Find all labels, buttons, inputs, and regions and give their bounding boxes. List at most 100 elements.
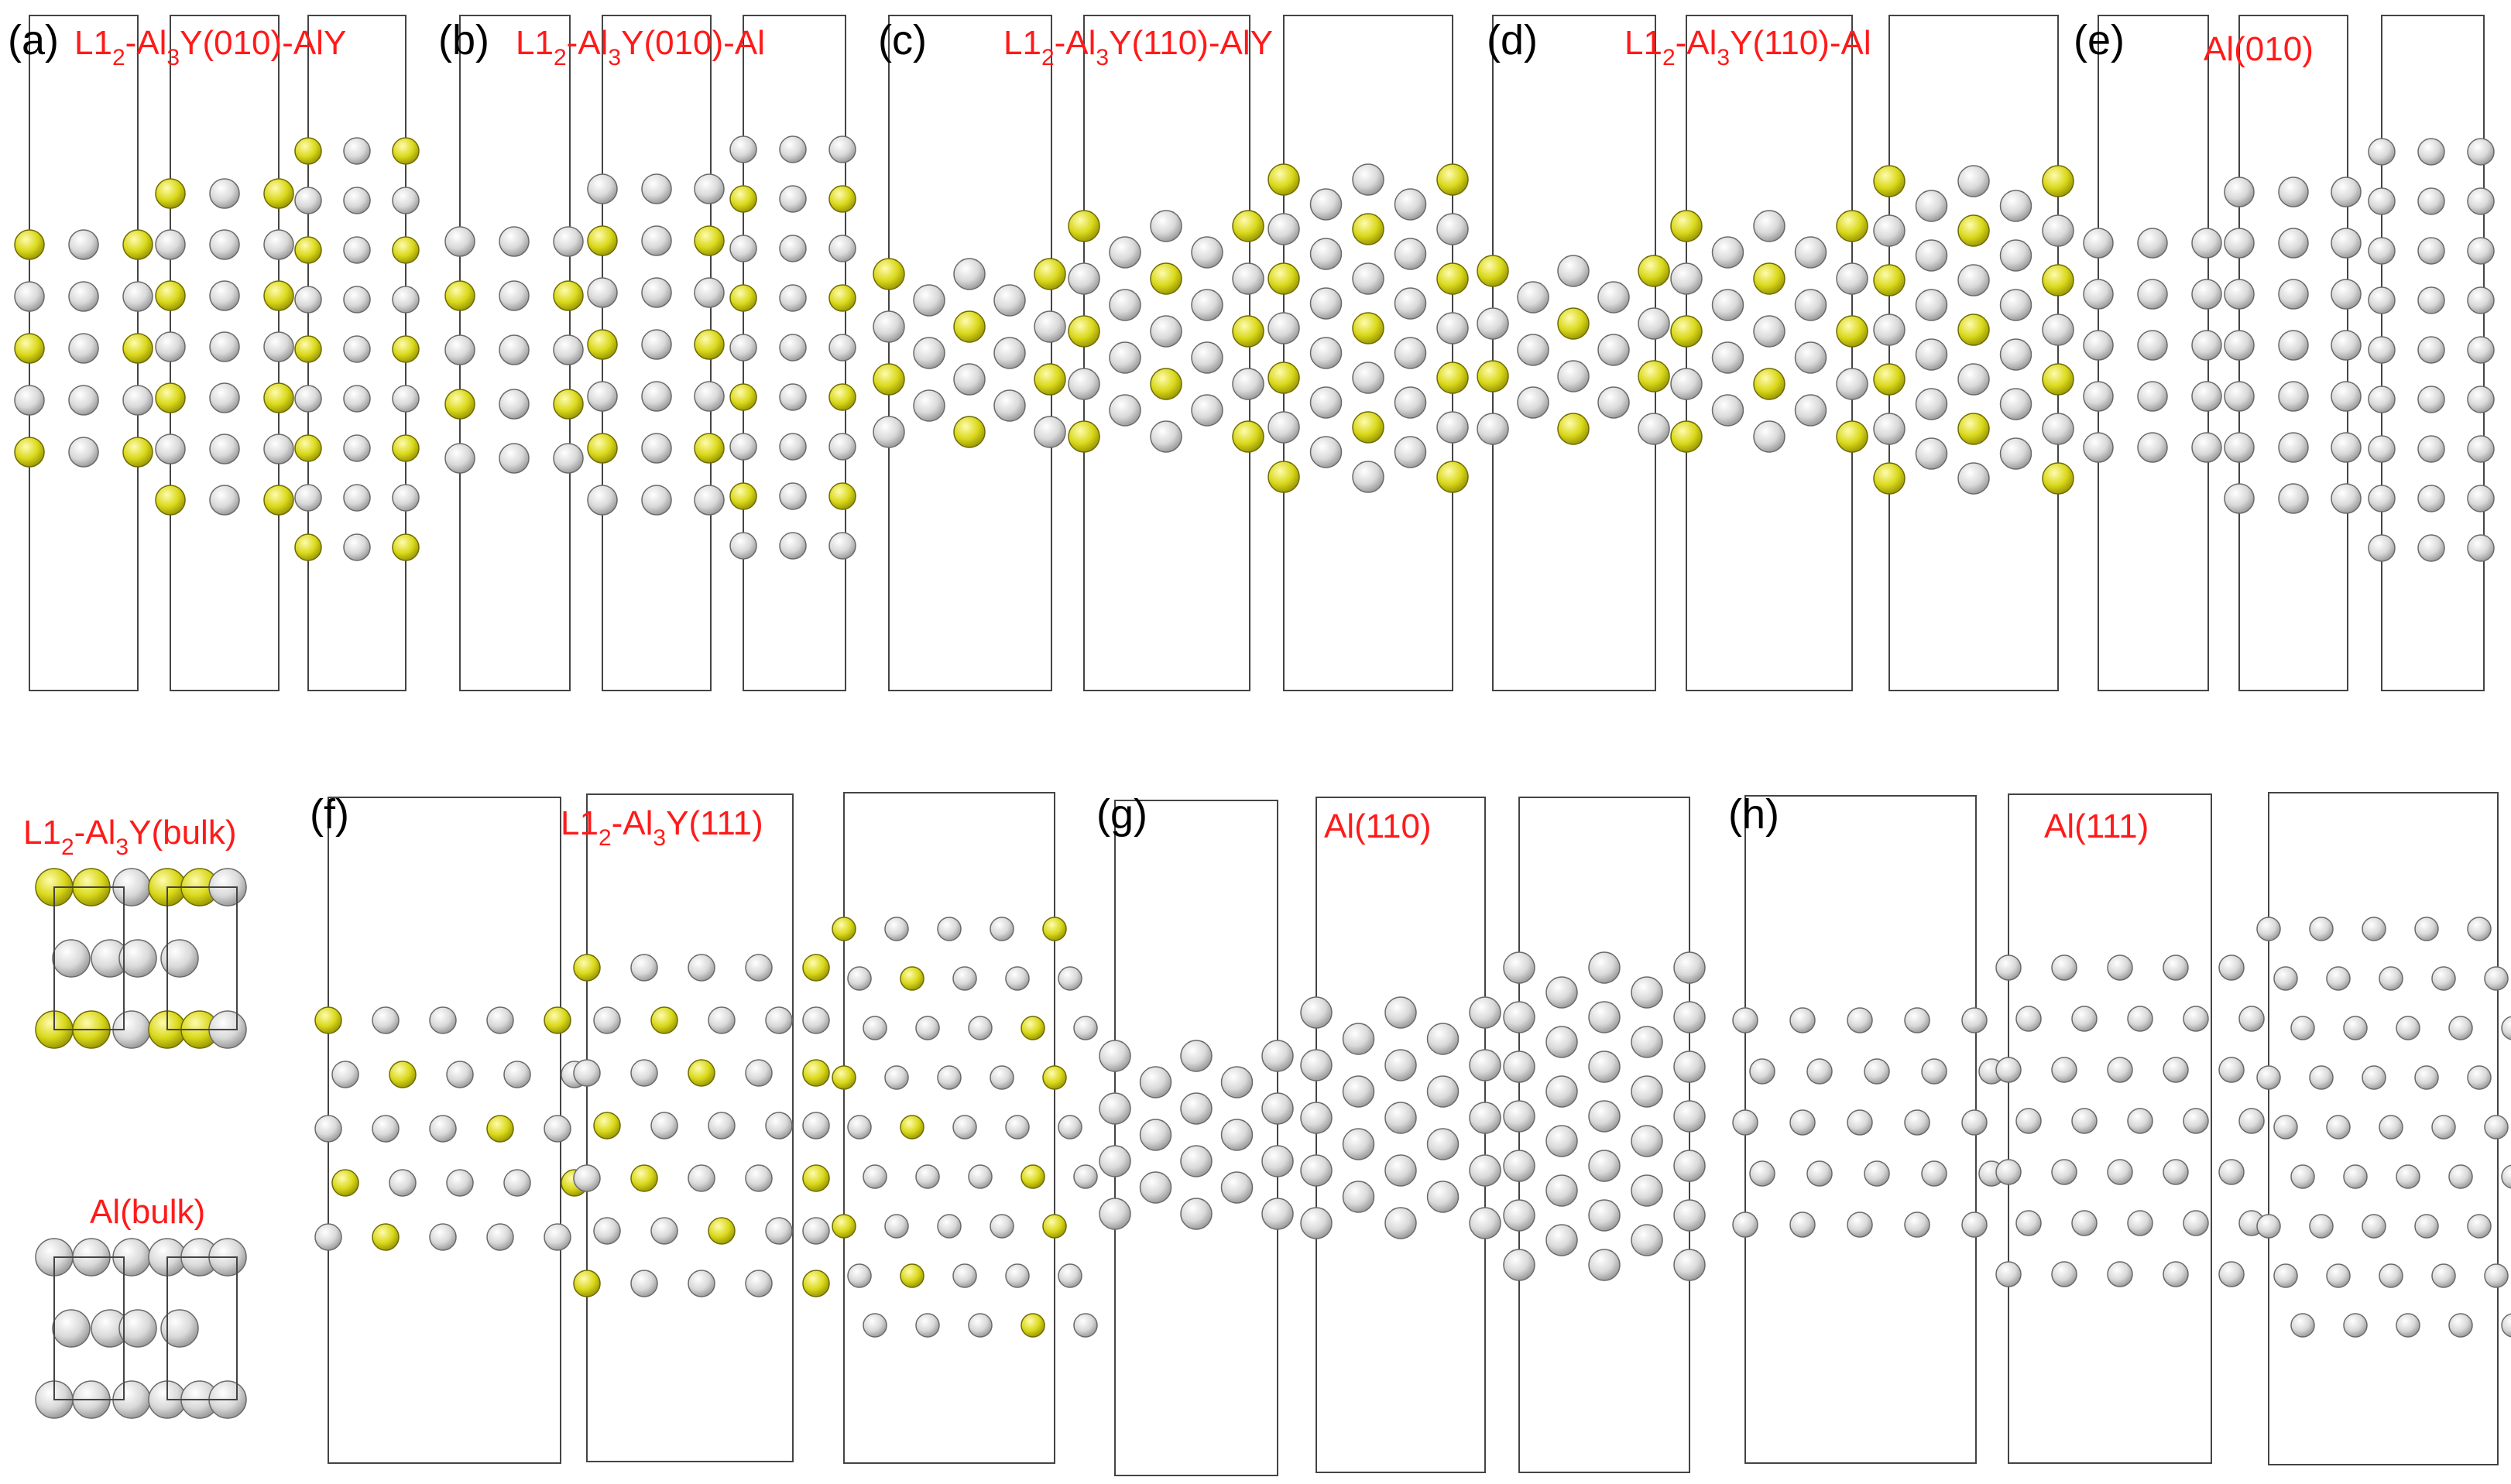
al-atom-520 [1961,1007,1988,1033]
al-atom-91 [641,381,672,412]
y-atom-248 [2042,264,2074,296]
panel-letter-h: (h) [1728,791,1779,838]
al-atom-458 [1139,1171,1172,1204]
al-atom-296 [2278,279,2309,310]
cell-outline-bottom-1 [586,793,794,1462]
al-atom-499 [1673,1199,1706,1232]
al-atom-148 [1232,262,1264,295]
al-atom-265 [1999,239,2032,272]
y-atom-15 [155,178,186,209]
al-atom-523 [1864,1058,1890,1085]
al-atom-439 [968,1313,993,1338]
al-atom-516 [1732,1007,1758,1033]
y-atom-418 [900,1115,924,1140]
al-atom-300 [2331,330,2362,361]
al-atom-58 [343,484,371,512]
al-atom-542 [2051,954,2077,981]
al-atom-613 [2379,1263,2403,1288]
y-atom-62 [392,533,420,561]
al-atom-111 [729,334,757,362]
al-atom-226 [1753,315,1785,348]
al-atom-514 [1545,1224,1578,1256]
al-atom-528 [1847,1109,1873,1136]
al-atom-221 [1670,262,1703,295]
al-atom-589 [2448,1016,2473,1040]
al-atom-222 [1836,262,1868,295]
al-atom-269 [1999,338,2032,371]
y-atom-104 [828,185,856,213]
al-atom-143 [993,389,1026,422]
al-atom-567 [2071,1210,2098,1236]
al-atom-299 [2278,330,2309,361]
al-atom-195 [1394,337,1427,369]
al-atom-487 [1673,1001,1706,1033]
al-atom-556 [2015,1108,2042,1134]
al-atom-566 [2015,1210,2042,1236]
al-atom-264 [1915,239,1948,272]
al-atom-446 [1261,1092,1294,1125]
y-atom-42 [294,236,322,264]
al-atom-565 [2218,1159,2245,1185]
y-atom-108 [729,284,757,312]
al-atom-451 [1099,1198,1131,1230]
al-atom-76 [499,443,530,474]
al-atom-199 [1394,436,1427,468]
al-atom-289 [2224,177,2255,207]
y-atom-87 [587,329,618,360]
al-atom-306 [2331,432,2362,463]
y-atom-253 [1873,363,1906,396]
y-atom-390 [802,954,830,982]
al-atom-473 [1469,1207,1501,1239]
al-atom-233 [1711,236,1744,269]
al-atom-315 [2467,187,2495,215]
bulk-frame-right [166,1256,238,1400]
al-atom-323 [2417,336,2445,364]
al-atom-491 [1588,1050,1621,1083]
al-atom-364 [688,954,715,982]
al-atom-109 [779,284,807,312]
al-atom-482 [1426,1181,1460,1213]
al-atom-283 [2083,381,2114,412]
y-atom-180 [1436,362,1469,394]
supercell-outlines [29,15,2499,1476]
al-atom-287 [2137,432,2168,463]
al-atom-281 [2137,330,2168,361]
al-atom-652 [160,1309,199,1348]
y-atom-93 [587,433,618,464]
al-atom-255 [1957,363,1990,396]
al-atom-77 [553,443,584,474]
cell-outline-bottom-7 [2008,793,2212,1464]
y-atom-167 [1268,163,1300,196]
al-atom-192 [1309,287,1343,320]
al-atom-465 [1384,1049,1417,1081]
al-atom-1 [68,229,99,260]
al-atom-322 [2368,336,2396,364]
al-atom-123 [729,532,757,560]
y-atom-48 [294,335,322,363]
al-atom-237 [1711,341,1744,374]
al-atom-485 [1588,951,1621,984]
al-atom-324 [2467,336,2495,364]
al-atom-262 [1915,190,1948,222]
al-atom-82 [641,225,672,256]
al-atom-635 [118,939,157,978]
al-atom-308 [2278,483,2309,514]
panel-letter-a: (a) [8,17,59,63]
al-atom-475 [1342,1023,1375,1055]
al-atom-34 [209,485,240,516]
al-atom-583 [2379,966,2403,991]
al-atom-576 [2256,917,2281,941]
al-atom-419 [952,1115,977,1140]
al-atom-569 [2183,1210,2209,1236]
al-atom-444 [1180,1040,1213,1072]
al-atom-557 [2071,1108,2098,1134]
al-atom-274 [2083,228,2114,259]
y-atom-372 [688,1059,715,1087]
al-atom-4 [68,281,99,312]
al-atom-616 [2290,1313,2315,1338]
al-atom-189 [1394,188,1427,221]
cell-outline-bottom-5 [1518,797,1690,1473]
cell-outline-top-6 [888,15,1052,691]
al-atom-420 [1005,1115,1030,1140]
y-atom-431 [1042,1214,1067,1239]
